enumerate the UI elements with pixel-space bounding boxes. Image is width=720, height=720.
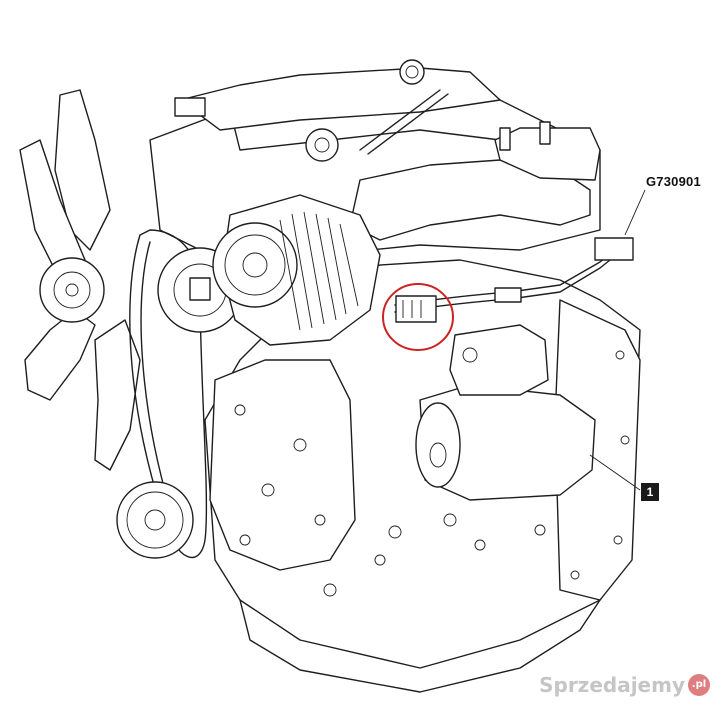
callout-leader-ref xyxy=(589,454,641,491)
gear-case xyxy=(209,359,356,571)
cooling-fan xyxy=(19,89,141,471)
lifting-eye xyxy=(399,59,425,85)
highlight-circle xyxy=(382,283,454,351)
wire-connector xyxy=(594,237,634,261)
oil-pan xyxy=(239,599,601,693)
watermark: Sprzedajemy .pl xyxy=(539,670,710,700)
starter-motor xyxy=(415,324,596,501)
alternator xyxy=(212,194,381,346)
callout-leader-part-code xyxy=(624,189,646,236)
reference-number-badge: 1 xyxy=(641,483,659,501)
part-code-label: G730901 xyxy=(646,174,701,189)
crankshaft-pulley xyxy=(116,481,194,559)
watermark-pl-badge: .pl xyxy=(688,674,710,696)
intake-manifold xyxy=(349,159,591,241)
stop-solenoid-connector xyxy=(395,295,437,323)
watermark-text: Sprzedajemy xyxy=(539,673,685,697)
valve-cover xyxy=(179,67,501,131)
